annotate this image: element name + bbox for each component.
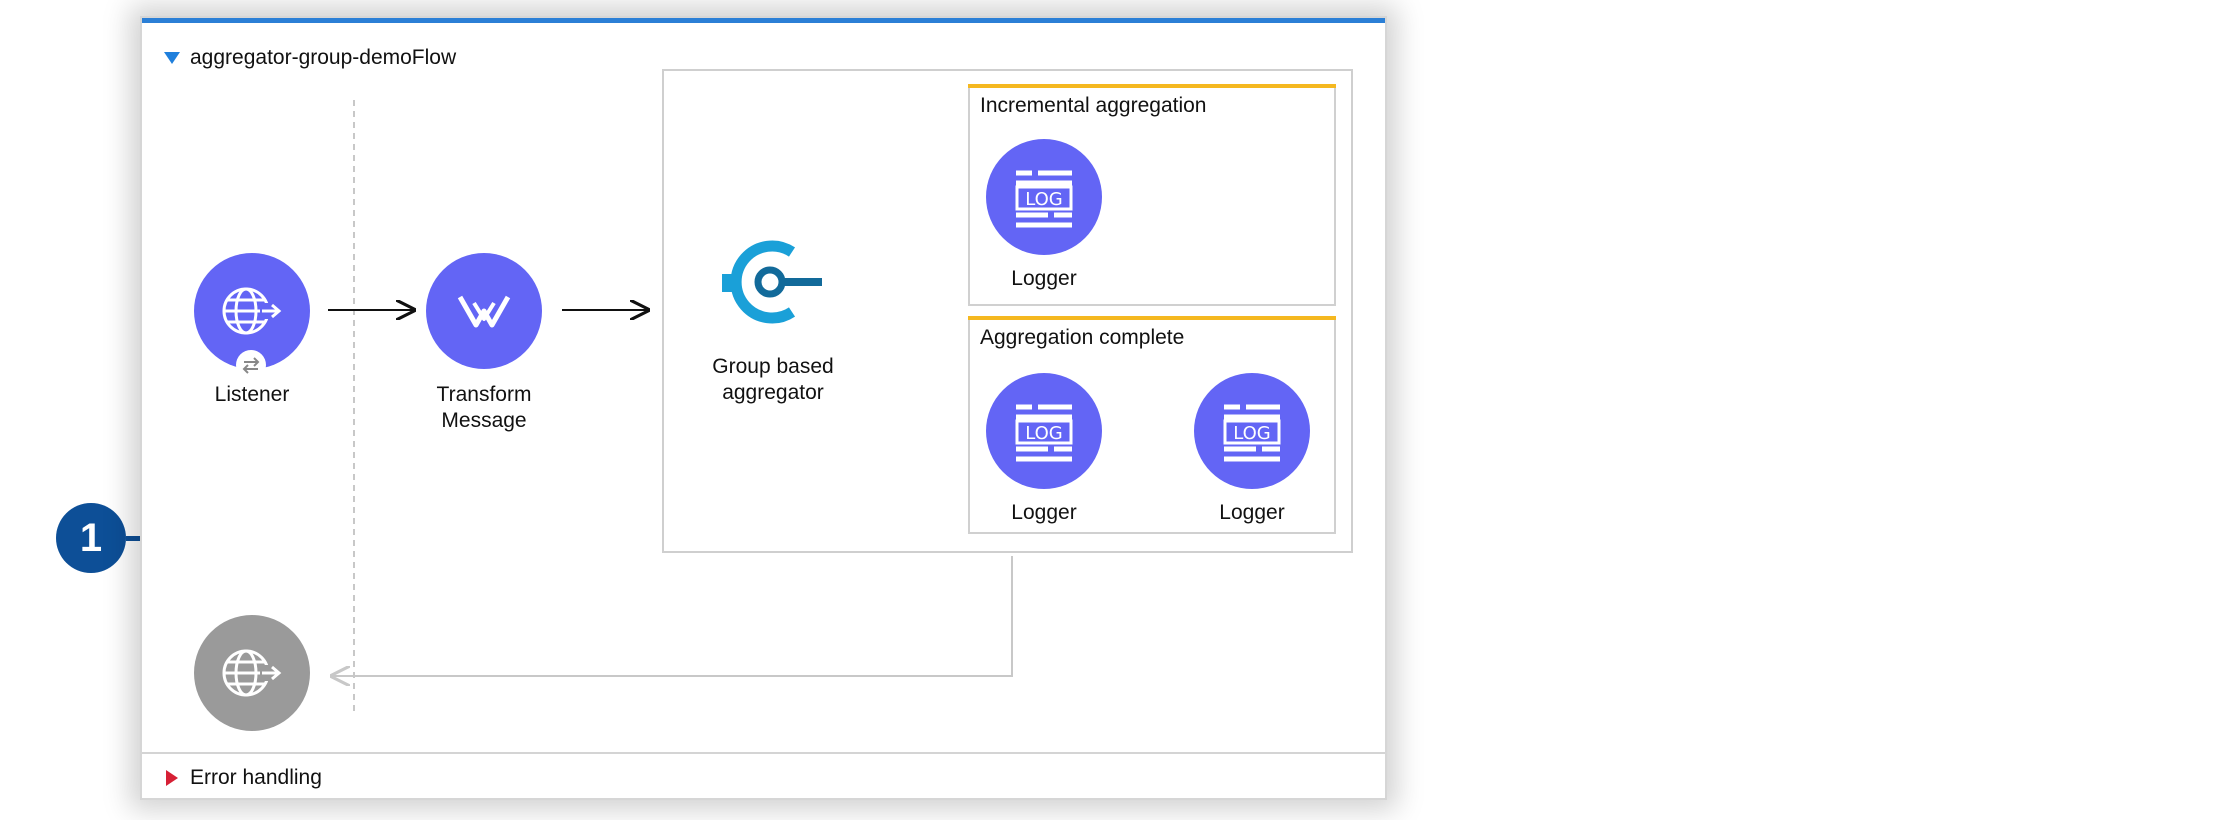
return-path xyxy=(332,556,1013,676)
aggregator-label-line1: Group based xyxy=(712,355,834,378)
http-globe-icon xyxy=(222,649,282,697)
transform-icon xyxy=(457,295,511,328)
aggregator-label: Group based aggregator xyxy=(690,354,856,406)
logger-node-complete-2[interactable]: LOG xyxy=(1194,373,1310,489)
complete-scope-title: Aggregation complete xyxy=(980,326,1185,349)
logger-label-complete-1: Logger xyxy=(1011,501,1077,524)
logger-icon: LOG xyxy=(1223,404,1281,462)
logger-icon-text: LOG xyxy=(1025,189,1063,210)
logger-node-incremental[interactable]: LOG xyxy=(986,139,1102,255)
aggregator-icon xyxy=(722,240,822,324)
transform-label-line1: Transform xyxy=(436,383,532,406)
logger-icon-text: LOG xyxy=(1025,423,1063,444)
flow-canvas-panel[interactable]: aggregator-group-demoFlow xyxy=(140,16,1387,800)
flow-title: aggregator-group-demoFlow xyxy=(190,46,457,69)
flow-header-accent xyxy=(142,18,1385,23)
incremental-scope-title: Incremental aggregation xyxy=(980,94,1207,117)
logger-label-incremental: Logger xyxy=(1011,267,1077,290)
transform-label-line2: Message xyxy=(441,409,527,432)
logger-icon: LOG xyxy=(1015,404,1073,462)
error-handling-label[interactable]: Error handling xyxy=(190,766,322,789)
logger-icon-text: LOG xyxy=(1233,423,1271,444)
logger-icon: LOG xyxy=(1015,170,1073,228)
listener-node[interactable] xyxy=(194,253,310,369)
aggregator-label-line2: aggregator xyxy=(722,381,824,404)
logger-node-complete-1[interactable]: LOG xyxy=(986,373,1102,489)
logger-label-complete-2: Logger xyxy=(1219,501,1285,524)
error-handling-divider xyxy=(142,752,1385,754)
incremental-scope-accent xyxy=(968,84,1336,88)
listener-label: Listener xyxy=(214,383,290,406)
aggregator-node[interactable] xyxy=(714,224,830,340)
sync-badge-icon xyxy=(236,350,266,380)
transform-node[interactable] xyxy=(426,253,542,369)
http-globe-icon xyxy=(222,287,282,335)
expand-triangle-icon[interactable] xyxy=(166,770,178,786)
complete-scope-accent xyxy=(968,316,1336,320)
response-node[interactable] xyxy=(194,615,310,731)
transform-label: Transform Message xyxy=(404,382,564,434)
callout-badge: 1 xyxy=(56,503,126,573)
collapse-triangle-icon[interactable] xyxy=(164,52,180,64)
